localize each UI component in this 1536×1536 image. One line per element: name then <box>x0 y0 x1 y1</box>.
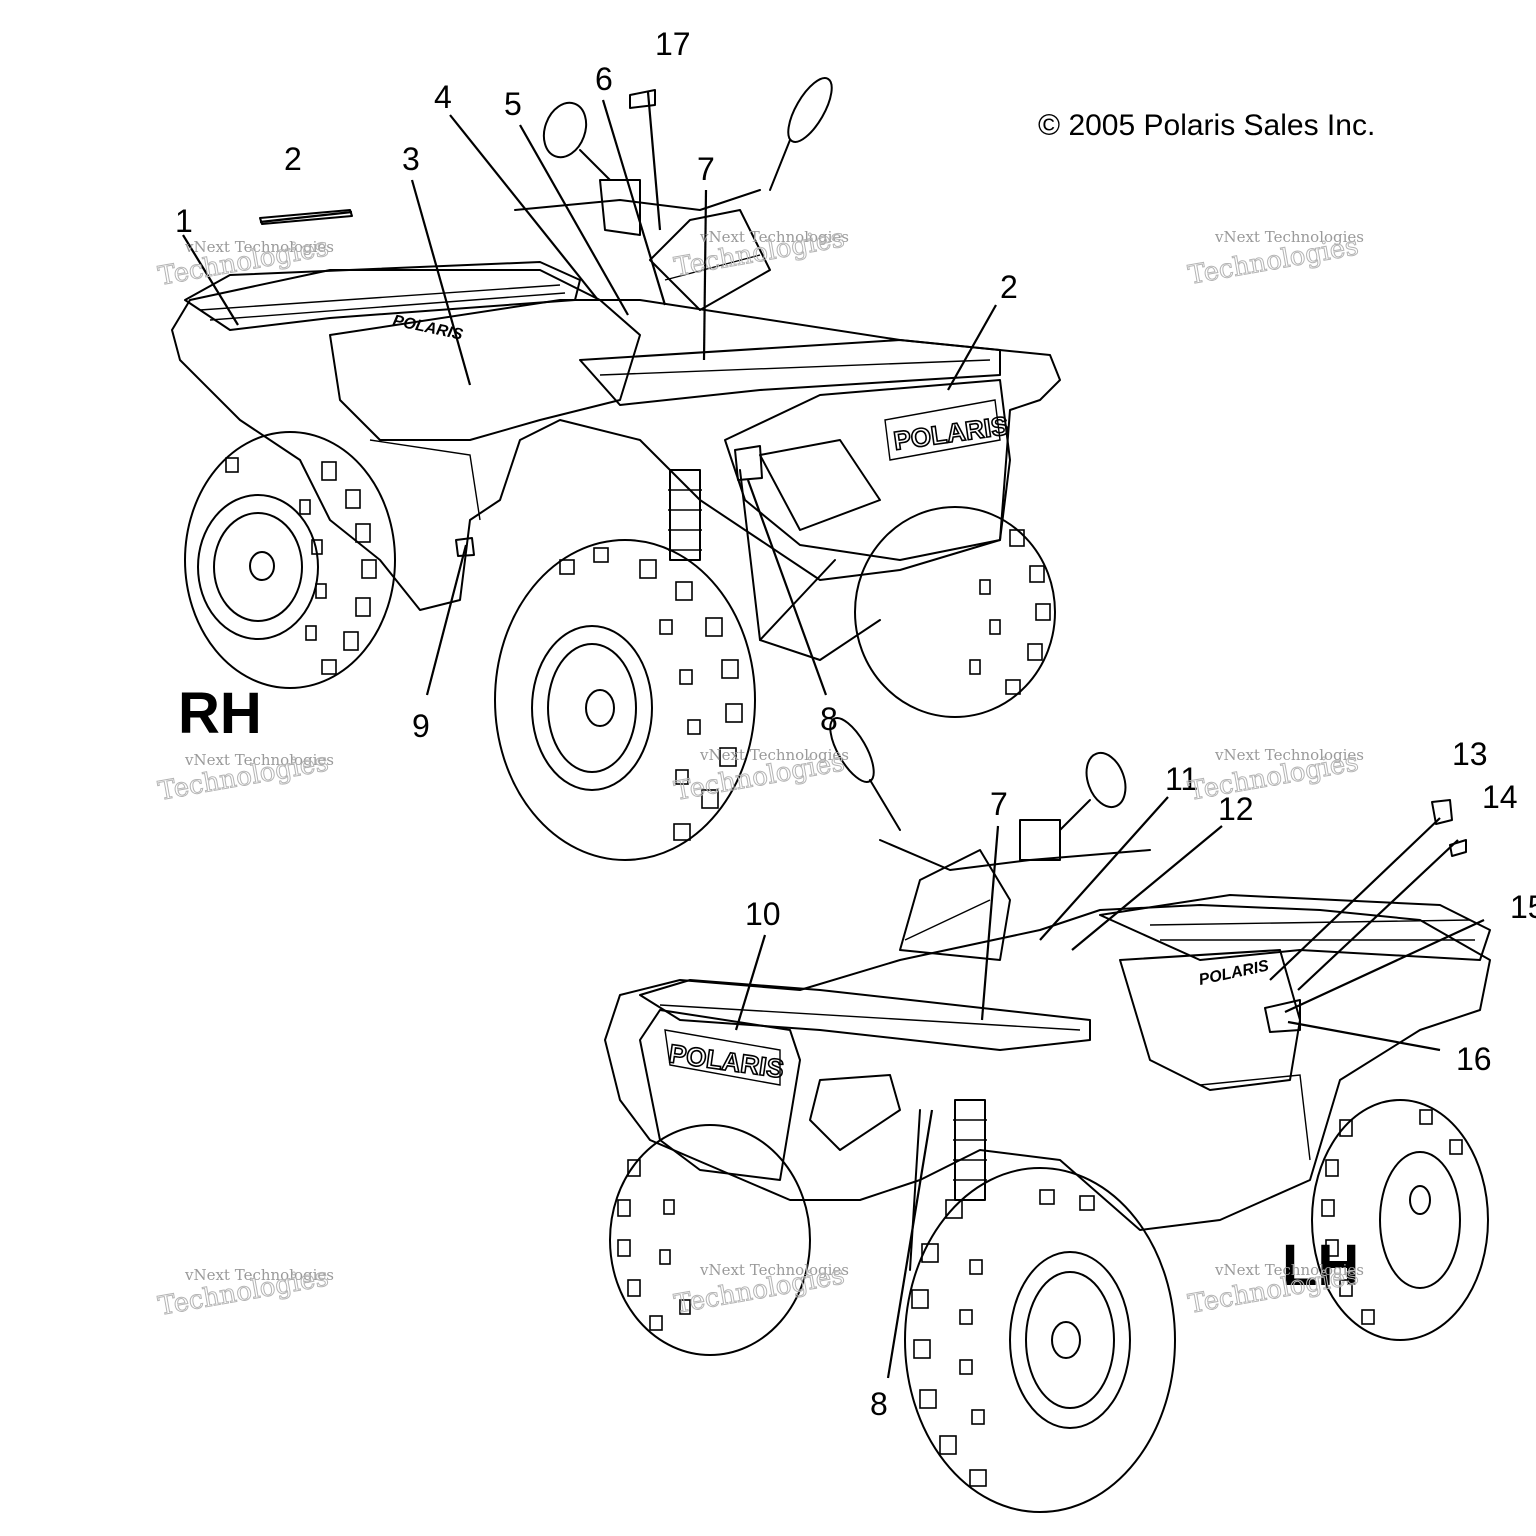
lh-front-brand: POLARIS <box>667 1038 786 1084</box>
watermark-line1: vNext Technologies <box>184 751 334 769</box>
callout-8-rh: 8 <box>820 701 838 737</box>
callout-12: 12 <box>1218 791 1254 827</box>
callout-10: 10 <box>745 896 781 932</box>
watermark-line1: vNext Technologies <box>1214 1261 1364 1279</box>
callout-6: 6 <box>595 61 613 97</box>
atv-right-view: POLARIS POLARIS <box>171 77 1061 861</box>
watermark-line1: vNext Technologies <box>699 228 849 246</box>
callout-8-lh: 8 <box>870 1386 888 1422</box>
watermark-line1: vNext Technologies <box>1214 746 1364 764</box>
callout-11: 11 <box>1165 761 1198 797</box>
callout-14: 14 <box>1482 779 1518 815</box>
callout-numbers: 1 2 3 4 5 6 17 7 2 8 9 10 7 11 12 13 14 … <box>175 26 1536 1422</box>
callout-7-lh: 7 <box>990 786 1008 822</box>
callout-13: 13 <box>1452 736 1488 772</box>
callout-7-rh: 7 <box>697 151 715 187</box>
callout-16: 16 <box>1456 1041 1492 1077</box>
callout-15: 15 <box>1510 889 1536 925</box>
lh-side-brand: POLARIS <box>1197 957 1270 988</box>
callout-9: 9 <box>412 708 430 744</box>
watermark-line1: vNext Technologies <box>1214 228 1364 246</box>
decal-markers <box>259 89 1467 1033</box>
watermark-line1: vNext Technologies <box>699 746 849 764</box>
callout-2-front: 2 <box>1000 269 1018 305</box>
watermark-line1: vNext Technologies <box>184 238 334 256</box>
watermark-line1: vNext Technologies <box>699 1261 849 1279</box>
callout-1: 1 <box>175 203 193 239</box>
lh-label: LH <box>1282 1233 1359 1298</box>
copyright-notice: © 2005 Polaris Sales Inc. <box>1038 109 1375 142</box>
rh-label: RH <box>178 681 262 746</box>
watermark-line1: vNext Technologies <box>184 1266 334 1284</box>
callout-4: 4 <box>434 79 452 115</box>
callout-2-rh: 2 <box>284 141 302 177</box>
atv-left-view: POLARIS POLARIS <box>604 717 1491 1513</box>
callout-3: 3 <box>402 141 420 177</box>
callout-17: 17 <box>655 26 691 62</box>
leader-lines <box>182 91 1485 1379</box>
callout-5: 5 <box>504 86 522 122</box>
